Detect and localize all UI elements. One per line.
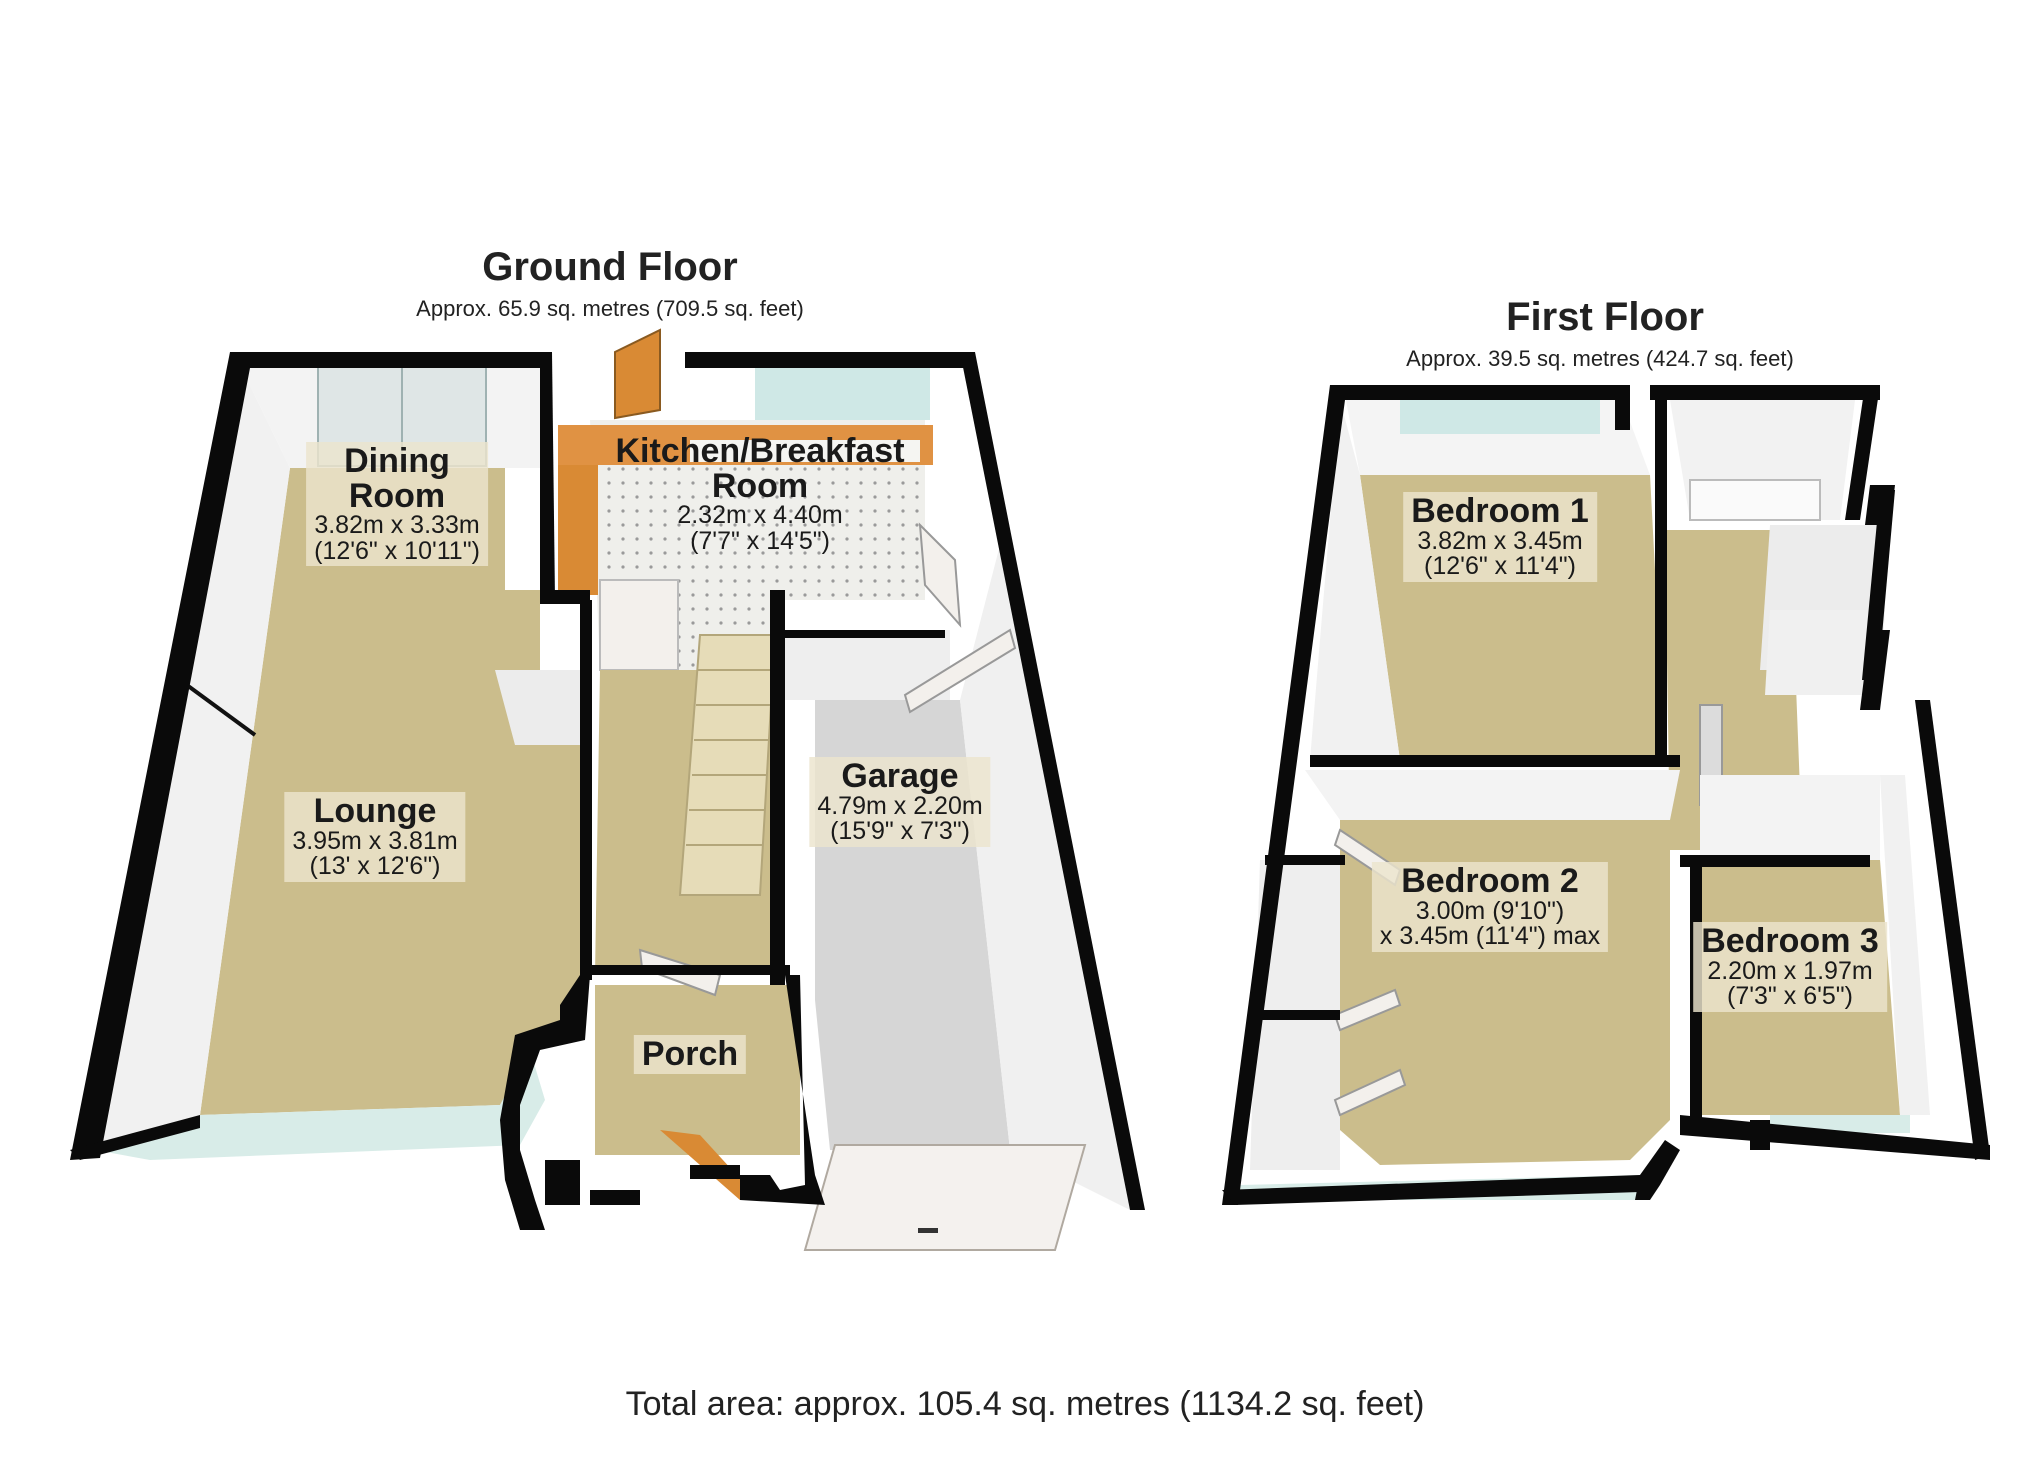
bedroom3-dim1: 2.20m x 1.97m <box>1707 956 1873 985</box>
dining-room-dim2: (12'6" x 10'11") <box>314 536 480 565</box>
lounge-bay-window <box>95 1050 545 1160</box>
bedroom2-name: Bedroom 2 <box>1401 862 1579 900</box>
dining-room-label: Dining Room 3.82m x 3.33m (12'6" x 10'11… <box>306 442 488 567</box>
kitchen-window <box>755 360 930 420</box>
bedroom1-dim2: (12'6" x 11'4") <box>1424 552 1576 581</box>
lounge-dim1: 3.95m x 3.81m <box>292 826 458 855</box>
bedroom1-label: Bedroom 1 3.82m x 3.45m (12'6" x 11'4") <box>1403 492 1597 582</box>
bedroom2-back-wall-face <box>1305 770 1680 820</box>
first-floor-area: Approx. 39.5 sq. metres (424.7 sq. feet) <box>1406 346 1794 371</box>
utility-door <box>918 522 962 628</box>
ground-floor-area: Approx. 65.9 sq. metres (709.5 sq. feet) <box>416 296 804 321</box>
total-area: Total area: approx. 105.4 sq. metres (11… <box>625 1385 1425 1423</box>
kitchen-lower-unit <box>599 579 679 671</box>
bedroom2-label: Bedroom 2 3.00m (9'10") x 3.45m (11'4") … <box>1371 862 1609 952</box>
garage-right-wall-face <box>960 545 1130 1210</box>
garage-dim2: (15'9" x 7'3") <box>830 817 970 846</box>
lounge-side-line <box>178 678 257 737</box>
lounge-partition <box>495 670 585 745</box>
dining-room-dim1: 3.82m x 3.33m <box>314 511 480 540</box>
front-door <box>614 328 661 420</box>
first-floor-title: First Floor <box>1506 295 1704 339</box>
porch-name: Porch <box>641 1035 739 1073</box>
bedroom2-dim2: x 3.45m (11'4") max <box>1379 922 1601 951</box>
garage-door <box>803 1144 1087 1251</box>
garage-label: Garage 4.79m x 2.20m (15'9" x 7'3") <box>809 757 991 847</box>
bedroom1-name: Bedroom 1 <box>1411 492 1589 530</box>
lounge-left-wall-face <box>95 365 290 1150</box>
bedroom3-dim2: (7'3" x 6'5") <box>1727 982 1853 1011</box>
bedroom3-label: Bedroom 3 2.20m x 1.97m (7'3" x 6'5") <box>1693 922 1887 1012</box>
lounge-label: Lounge 3.95m x 3.81m (13' x 12'6") <box>284 792 466 882</box>
first-floor-walls <box>1222 385 1990 1205</box>
ground-floor-walls <box>70 352 1145 1230</box>
garage-door-handle <box>918 1228 938 1233</box>
wardrobe-door-2 <box>1333 988 1402 1032</box>
bedroom3-back-wall-face <box>1700 775 1880 860</box>
first-floor-plan <box>1222 385 1990 1205</box>
kitchen-dim1: 2.32m x 4.40m <box>677 501 843 530</box>
lounge-name: Lounge <box>313 792 437 830</box>
stair-treads <box>686 669 774 846</box>
kitchen-label: Kitchen/Breakfast Room 2.32m x 4.40m (7'… <box>582 432 938 556</box>
staircase <box>678 634 777 896</box>
bedroom3-right-wall-face <box>1880 775 1930 1115</box>
kitchen-dim2: (7'7" x 14'5") <box>690 526 830 555</box>
wardrobe-door-3 <box>1333 1068 1407 1117</box>
bedroom2-dim1: 3.00m (9'10") <box>1415 896 1565 925</box>
bedroom1-dim1: 3.82m x 3.45m <box>1417 526 1583 555</box>
lounge-dim2: (13' x 12'6") <box>309 852 441 881</box>
lounge-dining-floor <box>200 468 585 1115</box>
kitchen-name: Kitchen/Breakfast Room <box>615 432 905 505</box>
garage-side-door <box>903 628 1017 714</box>
landing-cupboard-2 <box>1765 610 1885 695</box>
dining-room-name: Dining Room <box>344 442 450 515</box>
ground-floor-title: Ground Floor <box>482 245 738 289</box>
bedroom3-name: Bedroom 3 <box>1701 922 1879 960</box>
garage-name: Garage <box>841 757 959 795</box>
kitchen-worktop-right <box>690 440 920 462</box>
garage-dim1: 4.79m x 2.20m <box>817 791 983 820</box>
bathtub <box>1689 479 1821 521</box>
porch-label: Porch <box>633 1035 747 1074</box>
